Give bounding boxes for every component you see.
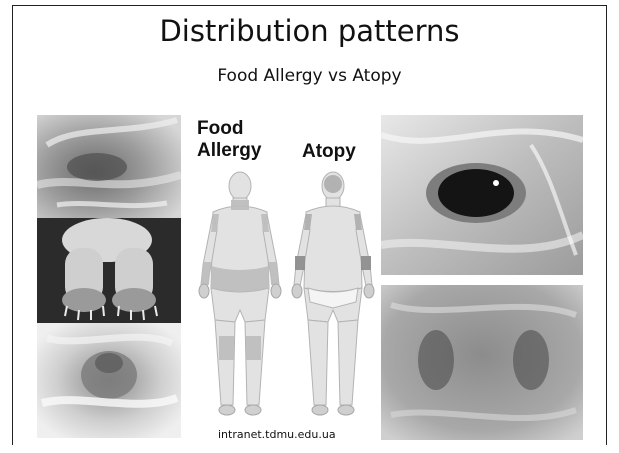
dog-ear-photo — [37, 115, 181, 218]
atopy-label: Atopy — [302, 141, 356, 163]
slide-subtitle: Food Allergy vs Atopy — [0, 66, 619, 86]
atopy-body-diagram — [288, 170, 378, 428]
source-caption: intranet.tdmu.edu.ua — [218, 428, 336, 441]
slide-title: Distribution patterns — [0, 14, 619, 48]
dog-paws-photo — [37, 218, 181, 323]
food-allergy-label-line1: Food — [197, 118, 261, 140]
dog-eye-photo — [381, 115, 583, 275]
dog-perianal-photo — [37, 323, 181, 438]
food-allergy-body-diagram — [195, 170, 285, 428]
dog-muzzle-photo — [381, 285, 583, 440]
food-allergy-label-line2: Allergy — [197, 140, 261, 162]
food-allergy-label: Food Allergy — [197, 118, 261, 162]
